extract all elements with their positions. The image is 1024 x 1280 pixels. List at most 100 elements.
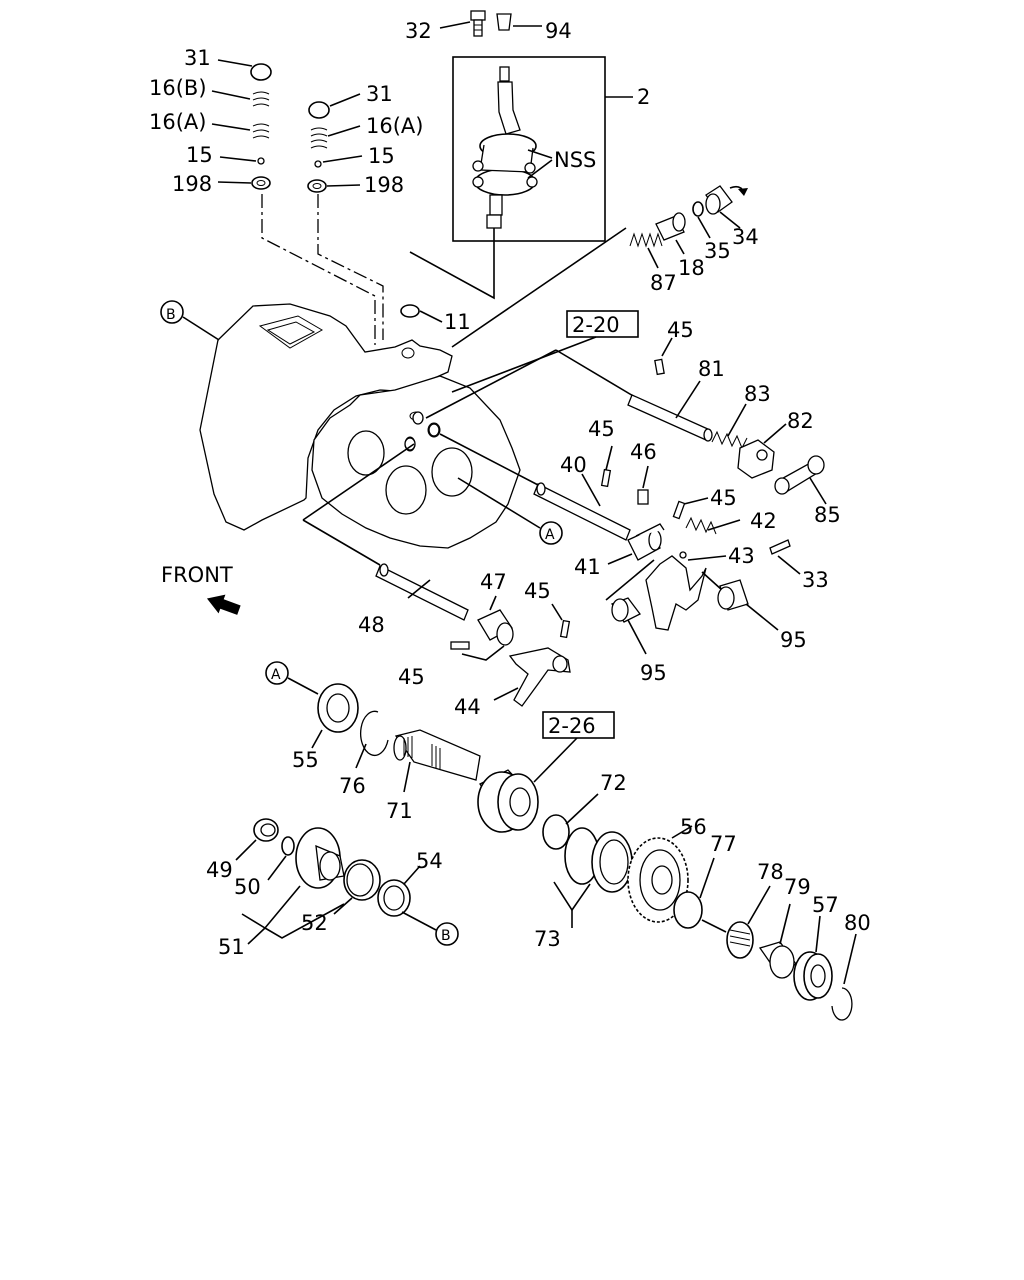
callout-40: 40 (560, 453, 587, 477)
callout-45-b: 45 (588, 417, 615, 441)
o-ring-11 (400, 304, 420, 318)
callout-95-left: 95 (640, 661, 667, 685)
callout-44: 44 (454, 695, 481, 719)
spring-83 (711, 430, 748, 450)
plunger-18 (655, 212, 686, 241)
spring-42 (685, 516, 717, 535)
shift-lever (472, 66, 538, 229)
washer-50 (281, 836, 295, 856)
circle-ref-b-bottom: B (441, 928, 451, 944)
spring-87 (629, 232, 663, 248)
callout-47: 47 (480, 570, 507, 594)
pin-46 (637, 489, 649, 505)
shift-rail-48 (375, 563, 469, 621)
callout-45-d: 45 (524, 579, 551, 603)
callout-56: 56 (680, 815, 707, 839)
callout-76: 76 (339, 774, 366, 798)
callout-77: 77 (710, 832, 737, 856)
callout-57: 57 (812, 893, 839, 917)
needle-bearing-78 (726, 921, 754, 959)
callout-54: 54 (416, 849, 443, 873)
callout-34: 34 (732, 225, 759, 249)
bushing-95-right (717, 579, 749, 611)
callout-83: 83 (744, 382, 771, 406)
callout-82: 82 (787, 409, 814, 433)
callout-198-right: 198 (364, 173, 404, 197)
bushing-95-left (611, 597, 641, 623)
shift-block-47 (477, 609, 514, 646)
callout-45-c: 45 (710, 486, 737, 510)
callout-33: 33 (802, 568, 829, 592)
callout-80: 80 (844, 911, 871, 935)
right-detent-stack (307, 101, 330, 193)
pin-33 (769, 539, 791, 555)
callout-87: 87 (650, 271, 677, 295)
circle-ref-a-mid: A (545, 527, 555, 543)
callout-78: 78 (757, 860, 784, 884)
callout-95-right: 95 (780, 628, 807, 652)
callout-35: 35 (704, 239, 731, 263)
callout-41: 41 (574, 555, 601, 579)
shift-lever-assembly-frame (452, 56, 606, 242)
transmission-housing (199, 303, 521, 549)
callout-81: 81 (698, 357, 725, 381)
callout-32: 32 (405, 19, 432, 43)
nut-49 (253, 818, 279, 842)
bearing-57 (793, 951, 833, 1001)
callout-18: 18 (678, 256, 705, 280)
ref-2-26: 2-26 (548, 714, 596, 738)
callout-52: 52 (301, 911, 328, 935)
washer-35 (692, 201, 704, 217)
o-ring-77 (673, 891, 703, 929)
callout-72: 72 (600, 771, 627, 795)
nss-label: NSS (554, 148, 596, 172)
callout-16a-left: 16(A) (149, 110, 206, 134)
callout-45-top: 45 (667, 318, 694, 342)
callout-11: 11 (444, 310, 471, 334)
callout-79: 79 (784, 875, 811, 899)
callout-31-left: 31 (184, 46, 211, 70)
front-arrow-icon (206, 594, 241, 615)
shift-fork-44 (508, 647, 571, 707)
callout-15-left: 15 (186, 143, 213, 167)
callout-94: 94 (545, 19, 572, 43)
callout-55: 55 (292, 748, 319, 772)
left-detent-stack (250, 63, 272, 190)
callout-16a-right: 16(A) (366, 114, 423, 138)
shift-block-82 (737, 439, 775, 479)
callout-45-e: 45 (398, 665, 425, 689)
callout-51: 51 (218, 935, 245, 959)
callout-198-left: 198 (172, 172, 212, 196)
ref-2-20: 2-20 (572, 313, 620, 337)
bolt-32 (470, 10, 486, 37)
callout-2: 2 (637, 85, 650, 109)
callout-15-right: 15 (368, 144, 395, 168)
cap-94 (496, 13, 512, 31)
callout-49: 49 (206, 858, 233, 882)
callout-16b: 16(B) (149, 76, 207, 100)
circle-ref-b-top: B (166, 307, 176, 323)
flange-51 (295, 827, 345, 889)
spacer-79 (758, 941, 797, 979)
shims-73 (564, 827, 633, 893)
callout-71: 71 (386, 799, 413, 823)
shift-fork-43 (645, 551, 707, 631)
callout-46: 46 (630, 440, 657, 464)
snap-ring-76 (360, 710, 389, 756)
gear-56 (627, 837, 689, 923)
lever-85 (774, 455, 825, 495)
washer-72 (542, 814, 570, 850)
snap-ring-80 (831, 987, 853, 1021)
callout-85: 85 (814, 503, 841, 527)
pin-45-lower (450, 641, 470, 650)
circle-ref-a-lower: A (271, 667, 281, 683)
callout-48: 48 (358, 613, 385, 637)
shift-rail-40 (533, 482, 631, 541)
oil-seal-52 (343, 859, 381, 901)
bearing-55 (317, 683, 359, 733)
callout-43: 43 (728, 544, 755, 568)
countershaft-71 (393, 729, 481, 781)
callout-31-right: 31 (366, 82, 393, 106)
callout-42: 42 (750, 509, 777, 533)
